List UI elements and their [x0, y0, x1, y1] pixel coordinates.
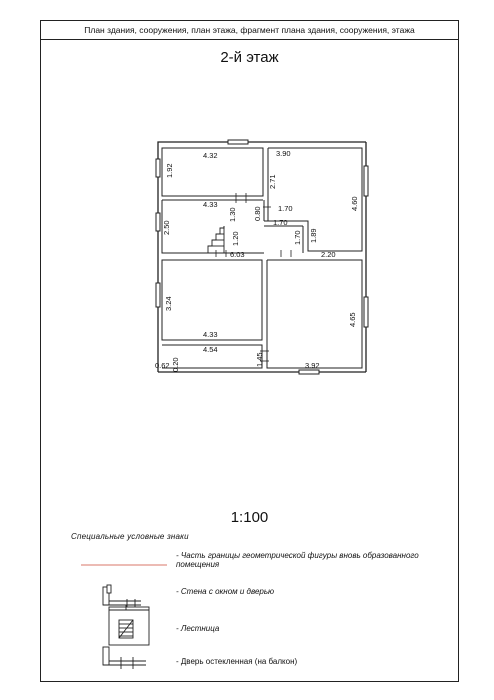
dim-label: 4.54	[203, 345, 218, 354]
legend-item-boundary: - Часть границы геометрической фигуры вн…	[176, 551, 419, 569]
legend-balcony-door-symbol	[102, 646, 146, 669]
dim-label: 4.65	[348, 312, 357, 327]
floor-plan: 4.32 3.90 1.92 2.71 1.70 4.60 4.33 1.30 …	[81, 139, 369, 669]
dim-label: 2.20	[321, 250, 336, 259]
dim-label: 2.50	[162, 220, 171, 235]
legend-item-text: - Часть границы геометрической фигуры вн…	[176, 551, 419, 560]
dim-label: 1.70	[278, 204, 293, 213]
sheet-frame: План здания, сооружения, план этажа, фра…	[40, 20, 459, 682]
dim-label: 3.92	[305, 361, 320, 370]
dim-label: 1.20	[231, 231, 240, 246]
dim-label: 3.24	[164, 296, 173, 311]
dim-label: 1.30	[228, 207, 237, 222]
dim-label: 2.71	[268, 174, 277, 189]
legend-item-wall: - Стена с окном и дверью	[176, 587, 275, 596]
dim-label: 1.92	[165, 163, 174, 178]
dim-label: 4.32	[203, 151, 218, 160]
dim-label: 4.33	[203, 330, 218, 339]
dim-label: 3.90	[276, 149, 291, 158]
floor-title: 2-й этаж	[220, 49, 279, 66]
legend-stair-symbol	[108, 605, 150, 646]
dim-label: 0.20	[171, 357, 180, 372]
stair	[207, 226, 225, 253]
dim-label: 6.03	[230, 250, 245, 259]
legend-title: Специальные условные знаки	[71, 532, 189, 541]
legend-item-balcony-door: - Дверь остекленная (на балкон)	[176, 657, 298, 666]
dim-label: 4.60	[350, 196, 359, 211]
legend-wall-symbol	[102, 584, 141, 607]
dim-label: 1.70	[273, 218, 288, 227]
legend-item-stair: - Лестница	[176, 624, 220, 633]
dim-label: 1.70	[293, 230, 302, 245]
dim-label: 0.62	[155, 361, 170, 370]
dim-label: 1.45	[255, 352, 264, 367]
scale-label: 1:100	[230, 509, 269, 526]
dim-label: 0.80	[253, 206, 262, 221]
dim-label: 4.33	[203, 200, 218, 209]
legend-item-text: помещения	[176, 560, 220, 569]
door-marks	[215, 193, 292, 362]
sheet-header: План здания, сооружения, план этажа, фра…	[41, 21, 458, 40]
windows	[155, 139, 369, 375]
dim-label: 1.89	[309, 228, 318, 243]
legend-symbols	[81, 564, 167, 669]
